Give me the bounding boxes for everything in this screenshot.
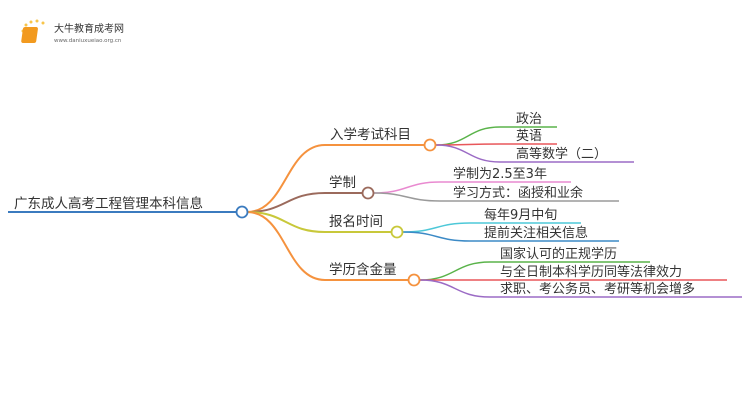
leaf-node[interactable]: 学习方式：函授和业余 (453, 185, 583, 201)
leaf-node[interactable]: 学制为2.5至3年 (453, 166, 547, 182)
leaf-link (435, 126, 501, 146)
leaf-node[interactable]: 政治 (516, 112, 542, 127)
branch-link (246, 144, 326, 213)
leaf-node[interactable]: 高等数学（二） (516, 146, 607, 162)
leaf-node[interactable]: 求职、考公务员、考研等机会增多 (500, 281, 695, 297)
logo-url: www.daniuxueiao.org.cn (54, 38, 122, 44)
logo-book-icon (21, 19, 45, 43)
leaf-node[interactable]: 与全日制本科学历同等法律效力 (500, 264, 682, 280)
branch-link (246, 211, 326, 281)
leaf-link (419, 261, 491, 281)
branch-link (246, 192, 326, 213)
branch-node[interactable]: 学制 (329, 175, 356, 191)
leaf-node[interactable]: 英语 (516, 129, 542, 144)
branch-node[interactable]: 学历含金量 (329, 262, 397, 278)
leaf-node[interactable]: 提前关注相关信息 (484, 225, 588, 241)
branch-collapse-toggle[interactable] (423, 138, 437, 152)
leaf-link (373, 181, 441, 194)
leaf-node[interactable]: 每年9月中旬 (484, 207, 557, 223)
root-collapse-toggle[interactable] (235, 205, 249, 219)
leaf-link (373, 192, 441, 202)
logo: 大牛教育成考网 www.daniuxueiao.org.cn (21, 19, 124, 44)
branch-node[interactable]: 入学考试科目 (330, 127, 411, 143)
leaf-link (419, 279, 491, 298)
branch-collapse-toggle[interactable] (407, 273, 421, 287)
branch-collapse-toggle[interactable] (390, 225, 404, 239)
branch-link (246, 211, 326, 233)
leaf-link (435, 144, 501, 163)
leaf-link (402, 231, 471, 242)
branch-collapse-toggle[interactable] (361, 186, 375, 200)
root-node[interactable]: 广东成人高考工程管理本科信息 (14, 195, 203, 212)
branch-node[interactable]: 报名时间 (329, 214, 383, 230)
leaf-node[interactable]: 国家认可的正规学历 (500, 246, 617, 262)
logo-title: 大牛教育成考网 (54, 22, 124, 35)
leaf-link (402, 222, 471, 233)
